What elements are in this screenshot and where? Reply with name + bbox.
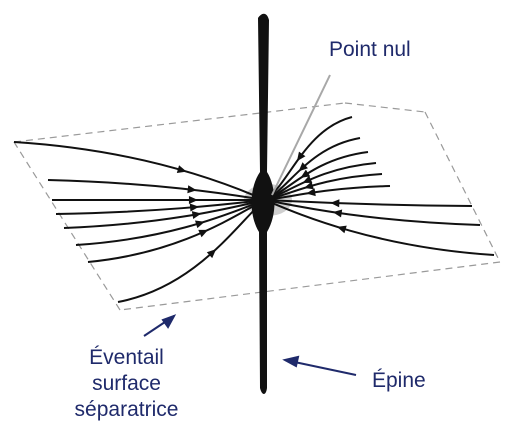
spine-field-line: [251, 13, 275, 395]
fan-line-arrowhead: [306, 188, 316, 197]
plane-edge-right: [424, 111, 501, 263]
fan-line-arrowhead: [296, 151, 306, 162]
fan-label-arrow: [143, 314, 177, 337]
fan-field-line: [13, 141, 266, 201]
fan-line-arrowhead: [206, 249, 217, 259]
fan-line-arrowhead: [195, 220, 205, 229]
fan-line-arrowhead: [298, 162, 308, 172]
fan-line-arrowhead: [330, 199, 340, 208]
null-point-label: Point nul: [329, 38, 411, 61]
fan-line-arrowhead: [189, 203, 200, 212]
fan-line-arrowhead: [187, 185, 197, 194]
fan-line-arrowhead: [188, 196, 198, 204]
fan-line-arrowhead: [300, 169, 311, 178]
fan-label-line-3: séparatrice: [74, 398, 179, 421]
fan-line-arrowhead: [302, 175, 313, 183]
fan-label: Éventail surface séparatrice: [44, 345, 209, 423]
spine-label: Épine: [372, 369, 426, 392]
plane-edge-bottom: [119, 261, 501, 311]
fan-field-line: [47, 179, 266, 201]
fan-line-arrowhead: [304, 181, 314, 190]
plane-edge-top-right: [344, 102, 426, 113]
fan-line-arrowhead: [176, 165, 187, 173]
fan-label-line-2: surface: [92, 372, 161, 395]
null-point-pointer-line: [271, 74, 331, 196]
fan-label-line-1: Éventail: [89, 346, 164, 369]
spine-label-arrow: [282, 355, 357, 376]
fan-line-arrowhead: [332, 209, 343, 218]
fan-line-arrowhead: [336, 225, 347, 234]
fan-field-line: [264, 199, 495, 256]
plane-edge-left: [13, 141, 121, 311]
fan-line-arrowhead: [198, 229, 209, 238]
plane-edge-top: [13, 102, 346, 143]
fan-line-arrowhead: [191, 211, 202, 220]
separatrix-plane: [13, 102, 501, 311]
